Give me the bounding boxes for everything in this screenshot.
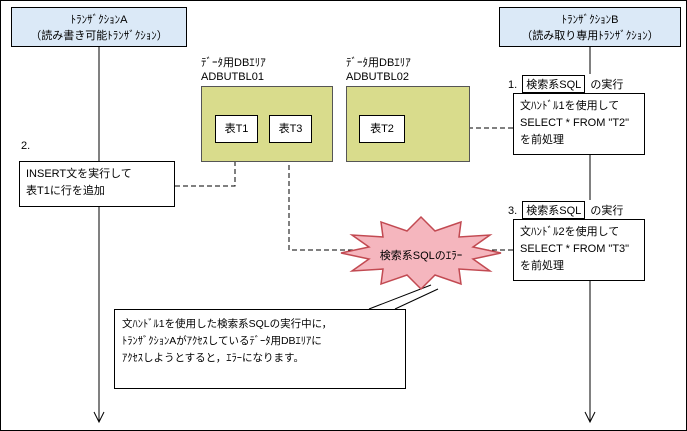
- arrowhead-lifeline-a: [93, 411, 105, 424]
- db-area-2-name: ADBUTBL02: [346, 71, 409, 83]
- step1-detail-line: 文ﾊﾝﾄﾞﾙ1を使用して: [520, 100, 620, 112]
- db-area-2-type: ﾃﾞｰﾀ用DBｴﾘｱ: [346, 57, 411, 69]
- note-line: ｱｸｾｽしようとすると，ｴﾗｰになります。: [122, 352, 304, 364]
- db-area-1-box: 表T1 表T3: [201, 86, 333, 162]
- error-starburst-label: 検索系SQLのｴﾗｰ: [379, 250, 463, 262]
- step3-detail-box: 文ﾊﾝﾄﾞﾙ2を使用して SELECT * FROM "T3" を前処理: [513, 219, 645, 281]
- step3-label: 3. 検索系SQL の実行: [506, 200, 626, 220]
- dashed-arrow-step2-to-t1: [175, 146, 236, 187]
- table-t2-box: 表T2: [359, 115, 405, 143]
- transaction-a-subtitle: （読み書き可能ﾄﾗﾝｻﾞｸｼｮﾝ）: [30, 30, 168, 42]
- arrowhead-lifeline-b: [584, 411, 596, 424]
- step2-detail-box: INSERT文を実行して 表T1に行を追加: [19, 161, 175, 207]
- step2-label: 2.: [21, 140, 31, 152]
- step1-detail-line: SELECT * FROM "T2": [520, 117, 630, 129]
- step1-action: の実行: [590, 79, 624, 91]
- step1-keyword-box: 検索系SQL: [522, 75, 586, 93]
- step3-number: 3.: [508, 205, 518, 217]
- step1-detail-line: を前処理: [520, 134, 564, 146]
- step1-number: 1.: [508, 79, 518, 91]
- transaction-a-box: ﾄﾗﾝｻﾞｸｼｮﾝA （読み書き可能ﾄﾗﾝｻﾞｸｼｮﾝ）: [11, 7, 187, 47]
- note-box: 文ﾊﾝﾄﾞﾙ1を使用した検索系SQLの実行中に， ﾄﾗﾝｻﾞｸｼｮﾝAがｱｸｾｽ…: [114, 309, 406, 389]
- db-area-1-type: ﾃﾞｰﾀ用DBｴﾘｱ: [201, 57, 266, 69]
- note-line: 文ﾊﾝﾄﾞﾙ1を使用した検索系SQLの実行中に，: [122, 318, 333, 330]
- note-pointer-line-2: [394, 288, 439, 310]
- transaction-b-box: ﾄﾗﾝｻﾞｸｼｮﾝB （読み取り専用ﾄﾗﾝｻﾞｸｼｮﾝ）: [499, 7, 681, 47]
- transaction-a-title: ﾄﾗﾝｻﾞｸｼｮﾝA: [70, 14, 128, 26]
- transaction-b-subtitle: （読み取り専用ﾄﾗﾝｻﾞｸｼｮﾝ）: [521, 30, 659, 42]
- step3-action: の実行: [590, 205, 624, 217]
- db-area-1-name: ADBUTBL01: [201, 71, 264, 83]
- transaction-b-title: ﾄﾗﾝｻﾞｸｼｮﾝB: [561, 14, 619, 26]
- step3-keyword-box: 検索系SQL: [522, 201, 586, 219]
- db-area-2-box: 表T2: [346, 86, 470, 162]
- error-starburst-icon: [340, 215, 502, 291]
- table-t3-box: 表T3: [269, 115, 312, 143]
- step1-detail-box: 文ﾊﾝﾄﾞﾙ1を使用して SELECT * FROM "T2" を前処理: [513, 93, 645, 155]
- step1-label: 1. 検索系SQL の実行: [506, 74, 626, 94]
- table-t1-box: 表T1: [215, 115, 258, 143]
- note-line: ﾄﾗﾝｻﾞｸｼｮﾝAがｱｸｾｽしているﾃﾞｰﾀ用DBｴﾘｱに: [122, 335, 322, 347]
- step3-detail-line: SELECT * FROM "T3": [520, 243, 630, 255]
- step2-detail-line: INSERT文を実行して: [26, 168, 132, 180]
- step3-detail-line: を前処理: [520, 260, 564, 272]
- step3-detail-line: 文ﾊﾝﾄﾞﾙ2を使用して: [520, 226, 620, 238]
- step2-detail-line: 表T1に行を追加: [26, 185, 105, 197]
- db-area-1-label: ﾃﾞｰﾀ用DBｴﾘｱ ADBUTBL01: [201, 56, 266, 84]
- db-area-2-label: ﾃﾞｰﾀ用DBｴﾘｱ ADBUTBL02: [346, 56, 411, 84]
